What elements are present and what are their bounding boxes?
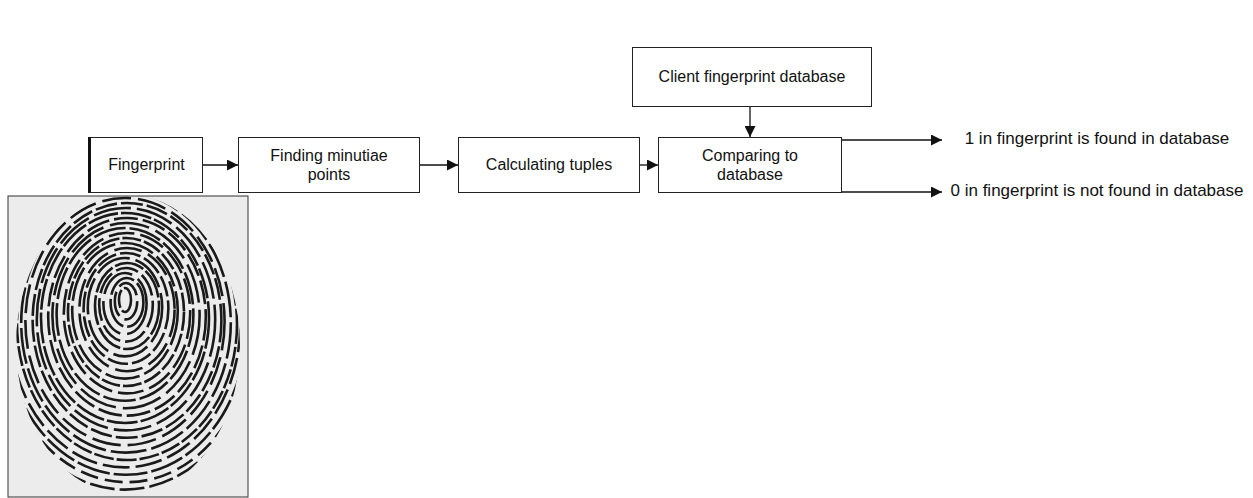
ridge (48, 218, 206, 416)
box-text: Calculating tuples (486, 155, 612, 174)
box-text: Comparing to database (667, 146, 833, 184)
flow-arrow (420, 164, 458, 165)
ridge (33, 203, 222, 438)
flow-arrow (640, 164, 658, 165)
process-box: Calculating tuples (458, 137, 640, 193)
database-box: Client fingerprint database (632, 47, 872, 107)
ridge (64, 233, 190, 393)
box-text: Client fingerprint database (659, 67, 846, 86)
ridge (111, 278, 144, 327)
ridge (115, 283, 137, 319)
process-box: Finding minutiae points (238, 137, 420, 193)
ridge (84, 253, 169, 364)
ridge (72, 243, 178, 379)
ridge (17, 188, 237, 460)
ridge (68, 238, 184, 386)
ridge (10, 183, 240, 467)
ridge (52, 223, 199, 408)
process-box: Comparing to database (658, 137, 842, 193)
ridge (103, 273, 146, 334)
result-label: 1 in fingerprint is found in database (948, 128, 1246, 149)
ridge (79, 248, 174, 371)
ridge (95, 263, 159, 349)
ridge (0, 158, 268, 498)
box-text: Fingerprint (108, 155, 184, 174)
ridge (6, 178, 247, 475)
ridge (0, 163, 262, 497)
ridge (57, 228, 194, 401)
ridge (0, 153, 271, 498)
ridge (37, 208, 215, 430)
ridge (25, 198, 224, 445)
ridge (1, 173, 252, 482)
ridge (99, 268, 153, 342)
flow-arrow (203, 164, 238, 165)
input-box: Fingerprint (88, 137, 203, 193)
box-text: Finding minutiae points (247, 146, 411, 184)
ridge (41, 213, 209, 423)
output-arrow (842, 191, 942, 192)
output-arrow (842, 139, 942, 140)
fingerprint-ridges (0, 143, 284, 498)
ridge (119, 288, 131, 312)
result-label: 0 in fingerprint is not found in databas… (948, 180, 1246, 201)
flow-arrow (749, 107, 750, 137)
ridge (21, 193, 231, 453)
ridge (0, 148, 278, 498)
ridge (0, 143, 284, 498)
ridge (88, 258, 162, 356)
ridge (0, 168, 256, 490)
